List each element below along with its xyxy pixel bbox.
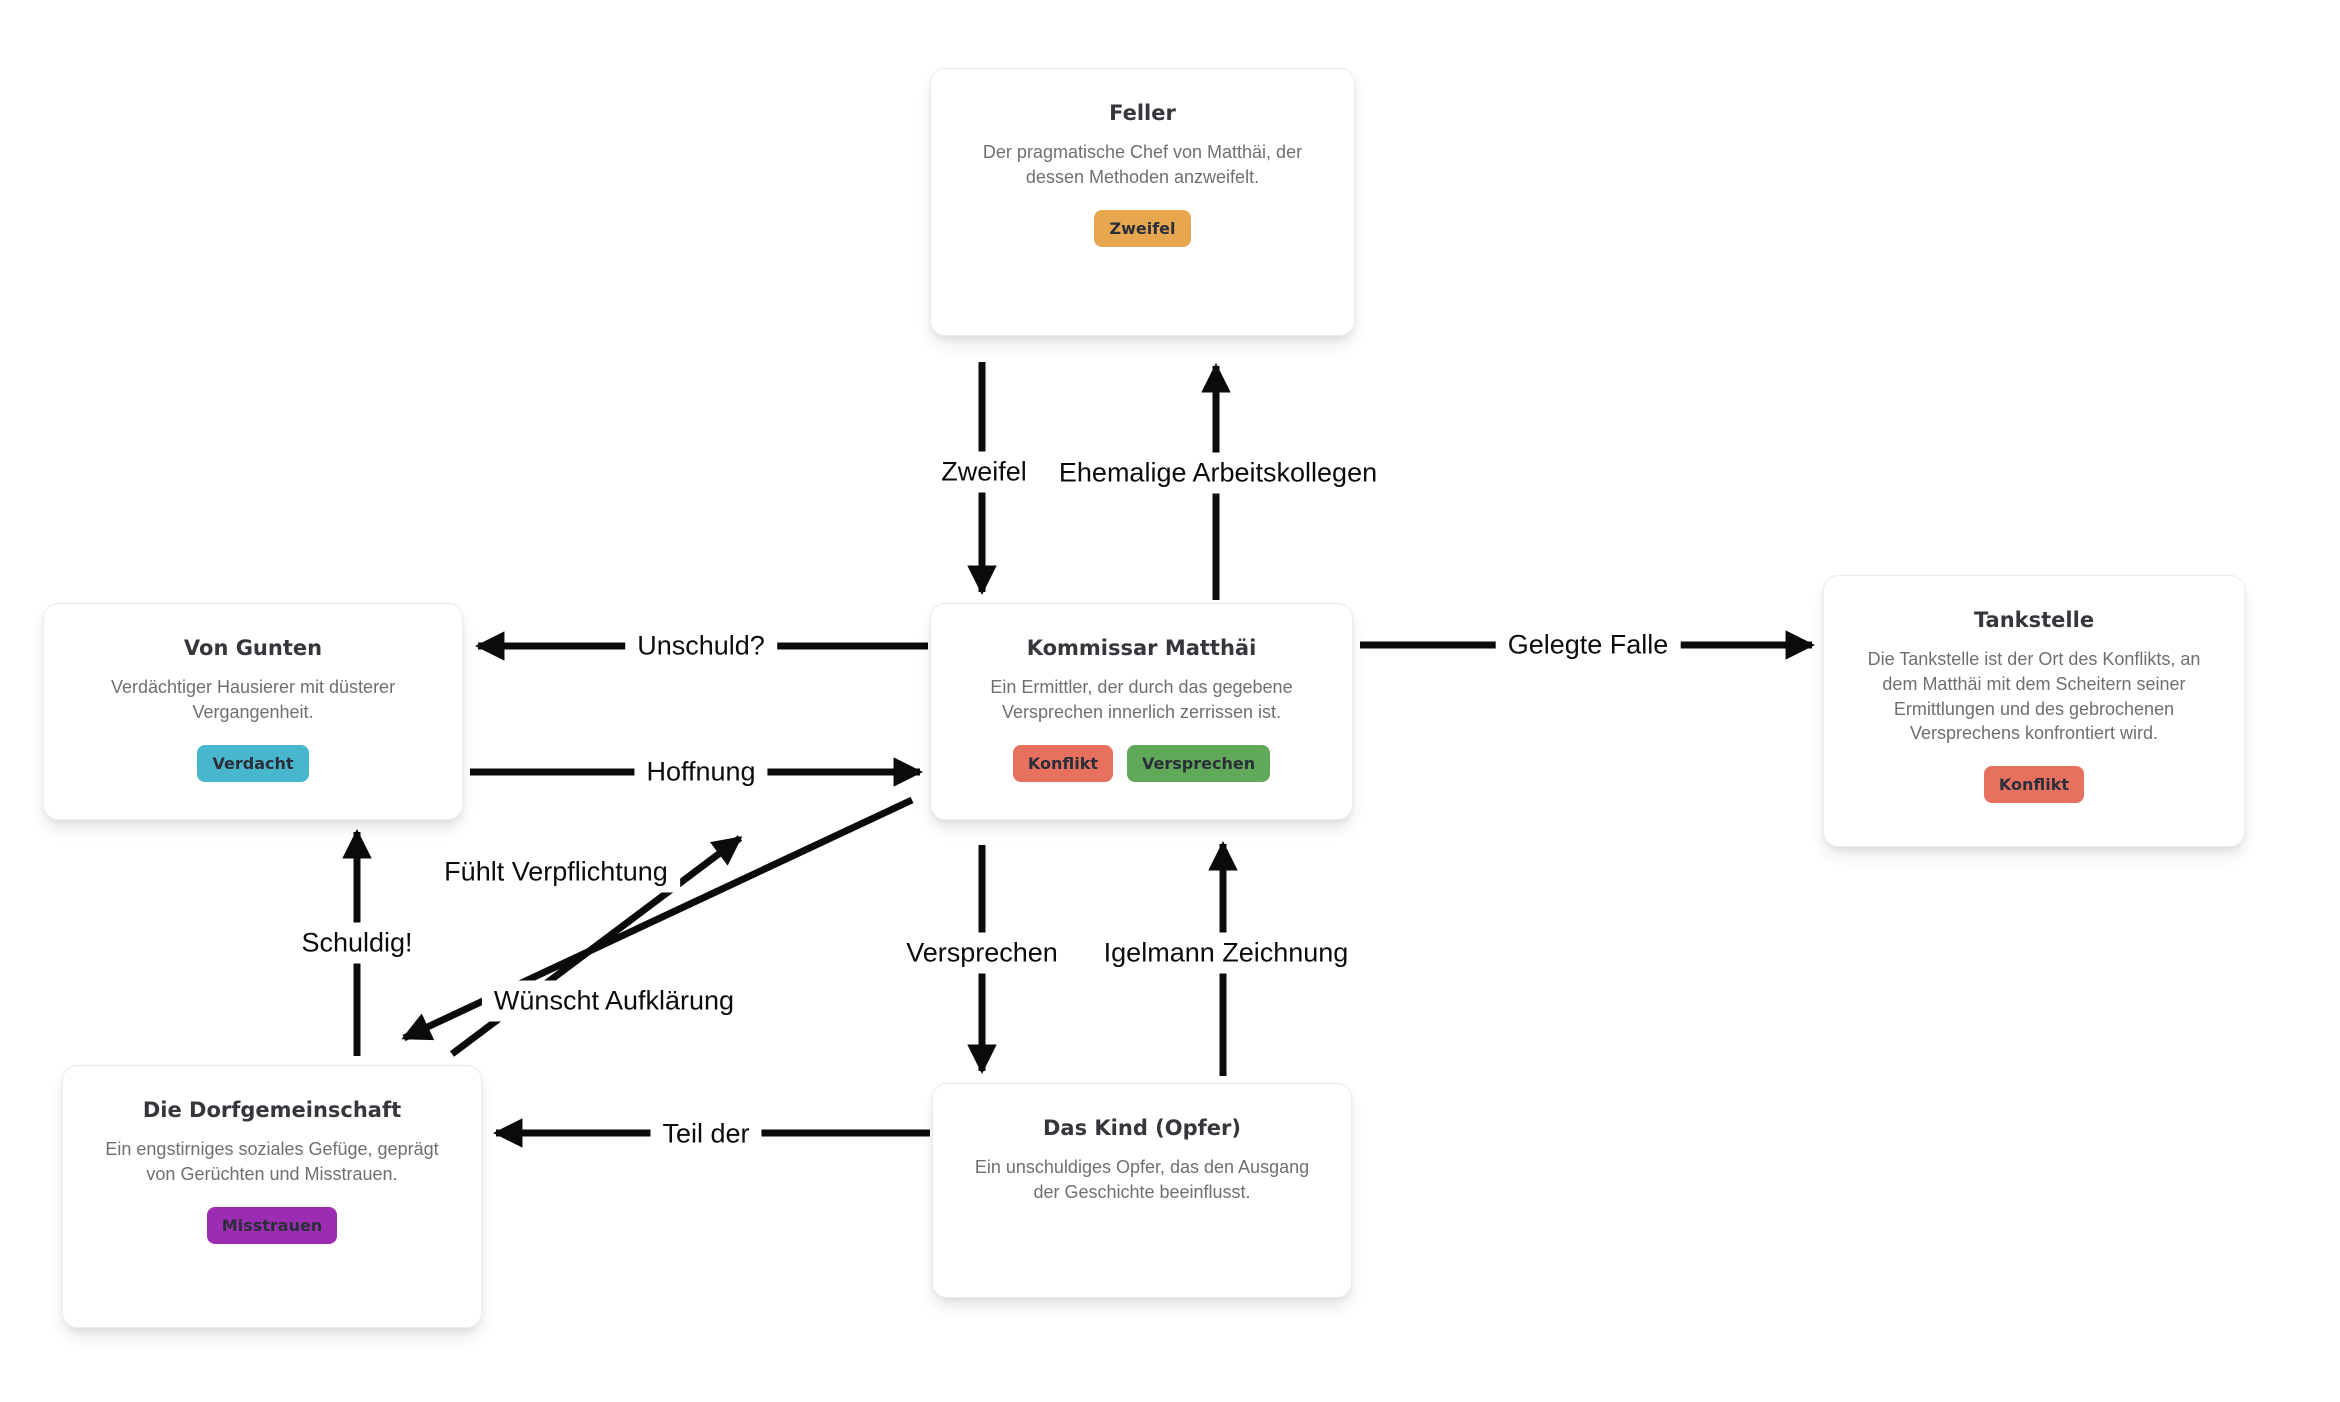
edge-label-fuehlt-verpflichtung: Fühlt Verpflichtung — [432, 851, 680, 893]
edge-label-igelmann-zeichnung: Igelmann Zeichnung — [1091, 932, 1361, 974]
edge-label-ehemalige-arbeitskollegen: Ehemalige Arbeitskollegen — [1046, 452, 1390, 494]
node-title: Von Gunten — [183, 636, 323, 660]
edge-label-hoffnung: Hoffnung — [634, 751, 768, 793]
node-title: Tankstelle — [1973, 608, 2095, 632]
node-description: Verdächtiger Hausierer mit düsterer Verg… — [110, 677, 396, 722]
node-tankstelle[interactable]: Tankstelle Die Tankstelle ist der Ort de… — [1823, 575, 2245, 847]
tag-misstrauen: Misstrauen — [206, 1206, 338, 1244]
node-title: Feller — [1109, 101, 1176, 125]
edge-label-unschuld: Unschuld? — [625, 625, 777, 667]
tag-zweifel: Zweifel — [1094, 209, 1191, 247]
edge-label-gelegte-falle: Gelegte Falle — [1495, 624, 1681, 666]
edge-label-zweifel: Zweifel — [929, 451, 1039, 493]
node-feller[interactable]: Feller Der pragmatische Chef von Matthäi… — [930, 68, 1355, 336]
node-description: Ein Ermittler, der durch das gegebene Ve… — [990, 677, 1293, 722]
node-title: Die Dorfgemeinschaft — [142, 1098, 402, 1122]
node-title: Das Kind (Opfer) — [1043, 1116, 1241, 1140]
node-description: Der pragmatische Chef von Matthäi, der d… — [982, 142, 1303, 187]
node-description: Ein unschuldiges Opfer, das den Ausgang … — [974, 1157, 1310, 1202]
edge-label-versprechen: Versprechen — [894, 932, 1070, 974]
node-description: Die Tankstelle ist der Ort des Konflikts… — [1867, 649, 2201, 744]
tag-verdacht: Verdacht — [197, 744, 309, 782]
node-von-gunten[interactable]: Von Gunten Verdächtiger Hausierer mit dü… — [43, 603, 463, 820]
tag-versprechen: Versprechen — [1127, 744, 1271, 782]
edge-label-teil-der: Teil der — [650, 1113, 762, 1155]
tag-row: Konflikt — [1840, 766, 2228, 804]
tag-row: Zweifel — [947, 209, 1338, 247]
tag-row: Konflikt Versprechen — [947, 744, 1336, 782]
node-das-kind[interactable]: Das Kind (Opfer) Ein unschuldiges Opfer,… — [932, 1083, 1352, 1298]
node-kommissar-matthaei[interactable]: Kommissar Matthäi Ein Ermittler, der dur… — [930, 603, 1353, 820]
node-dorfgemeinschaft[interactable]: Die Dorfgemeinschaft Ein engstirniges so… — [62, 1065, 482, 1328]
edge-label-schuldig: Schuldig! — [289, 922, 425, 964]
node-description: Ein engstirniges soziales Gefüge, gepräg… — [105, 1139, 439, 1184]
edge-label-wuenscht-aufklaerung: Wünscht Aufklärung — [481, 980, 747, 1022]
node-title: Kommissar Matthäi — [1026, 636, 1257, 660]
tag-row: Verdacht — [60, 744, 446, 782]
tag-konflikt: Konflikt — [1012, 744, 1114, 782]
tag-konflikt: Konflikt — [1983, 766, 2085, 804]
tag-row: Misstrauen — [79, 1206, 465, 1244]
